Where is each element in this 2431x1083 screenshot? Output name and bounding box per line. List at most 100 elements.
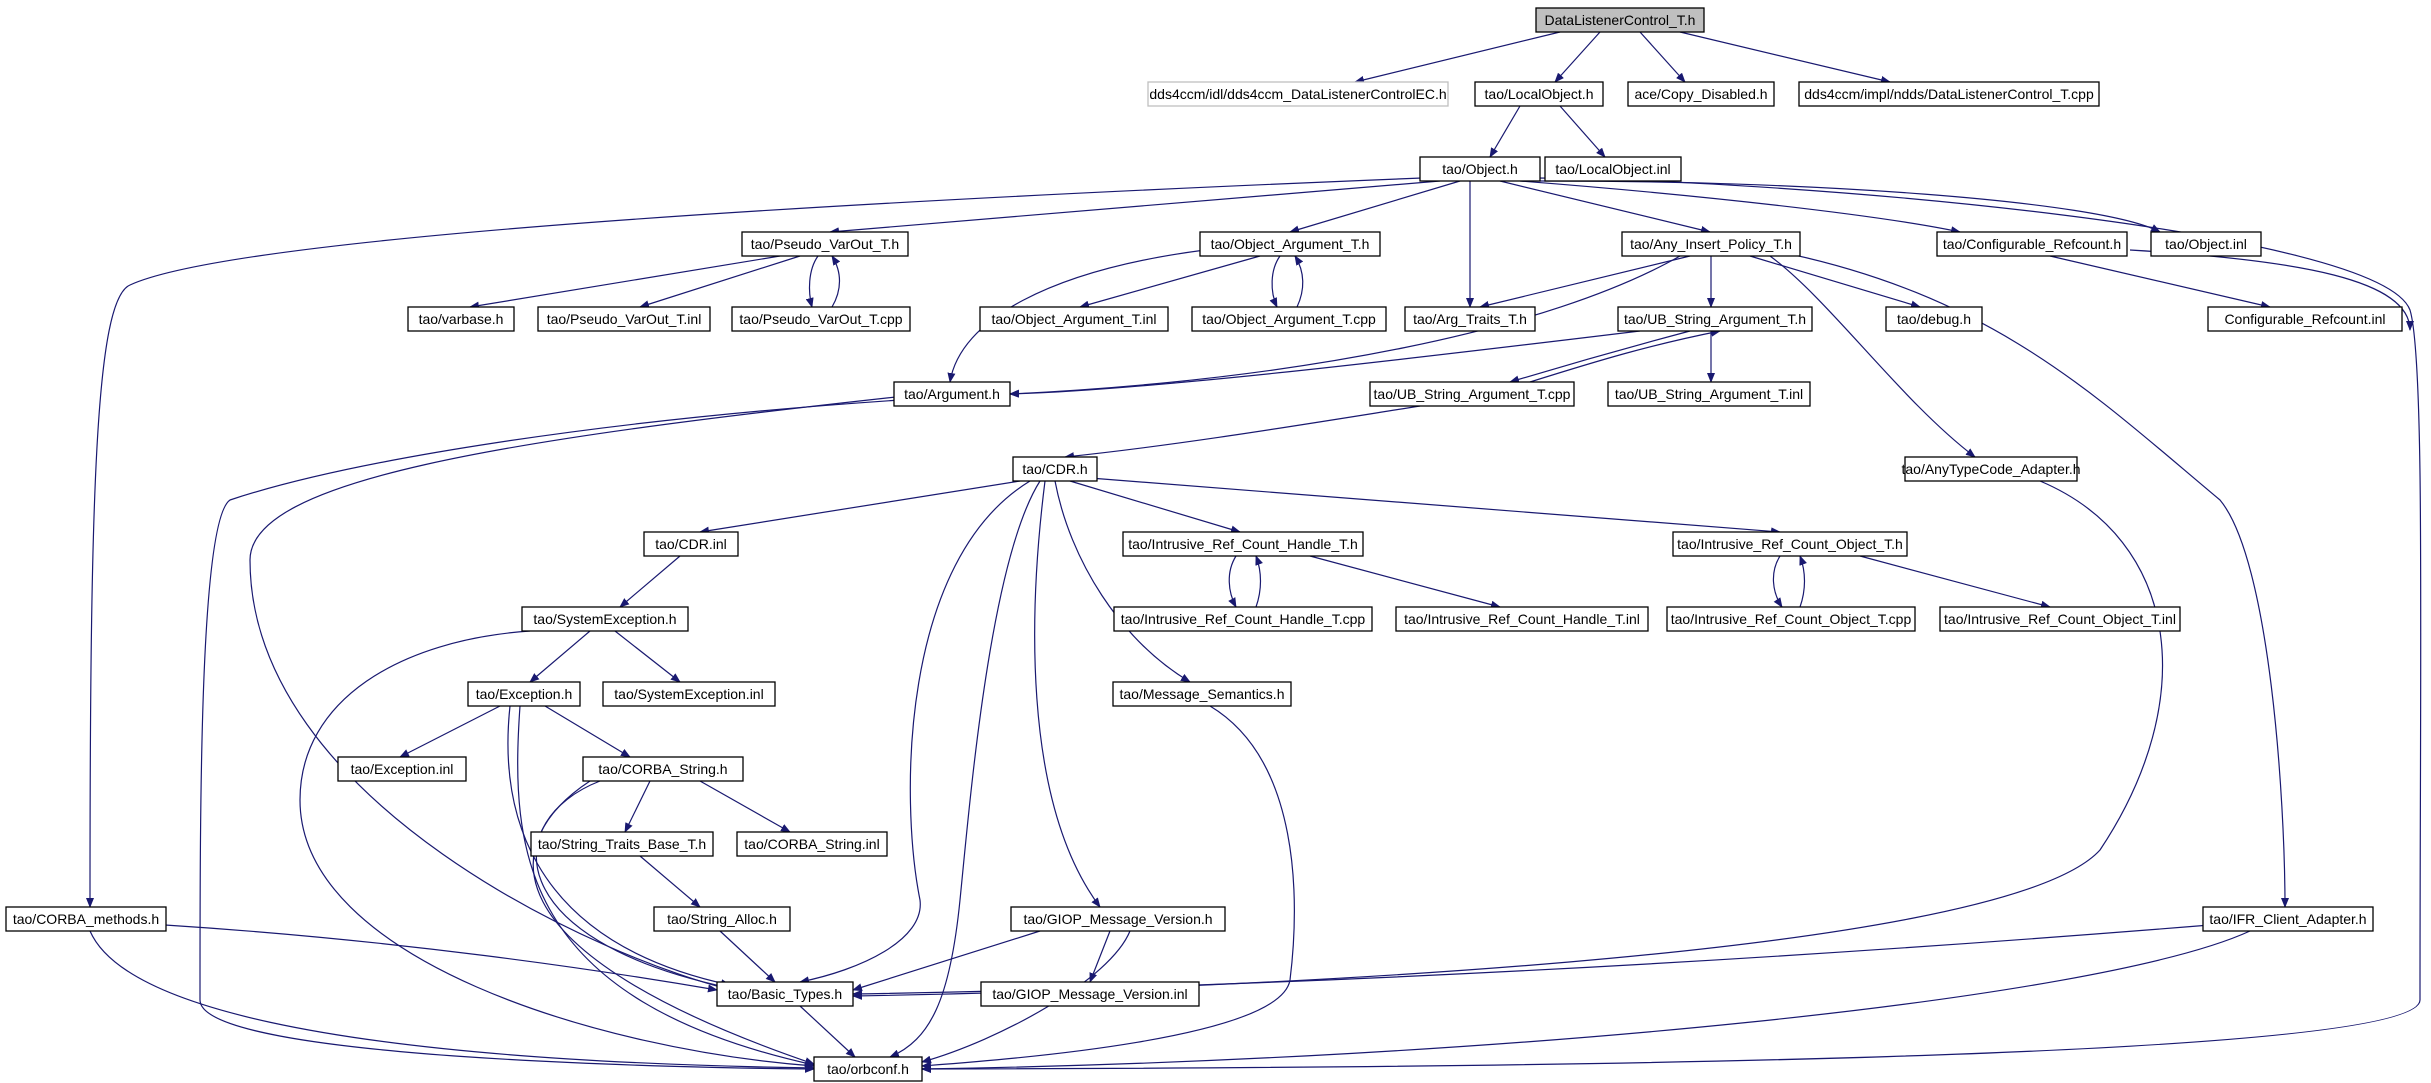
node-debug[interactable]: tao/debug.h — [1885, 306, 1983, 332]
node-objarginl[interactable]: tao/Object_Argument_T.inl — [979, 306, 1169, 332]
node-corbastr[interactable]: tao/CORBA_String.h — [582, 756, 744, 782]
node-box — [2207, 306, 2403, 332]
node-box — [521, 606, 689, 632]
node-box — [2150, 231, 2262, 257]
edge-ifr-to-orbconf — [921, 930, 2251, 1073]
node-box — [741, 231, 909, 257]
node-iec[interactable]: dds4ccm/idl/dds4ccm_DataListenerControlE… — [1147, 81, 1449, 107]
edge-corbameth-to-basic — [164, 924, 718, 993]
edge-ircocpp-to-irco — [1799, 555, 1807, 608]
node-stralloc[interactable]: tao/String_Alloc.h — [653, 906, 791, 932]
node-label: DataListenerControl_T.h — [1545, 12, 1696, 28]
node-label: tao/Object_Argument_T.h — [1211, 236, 1370, 252]
node-corbameth[interactable]: tao/CORBA_methods.h — [5, 906, 167, 932]
node-ubstrcpp[interactable]: tao/UB_String_Argument_T.cpp — [1369, 381, 1575, 407]
node-box — [1904, 456, 2078, 482]
node-anytc[interactable]: tao/AnyTypeCode_Adapter.h — [1901, 456, 2081, 482]
edge-object-to-confref — [1519, 180, 1961, 235]
node-label: ace/Copy_Disabled.h — [1634, 86, 1767, 102]
node-object[interactable]: tao/Object.h — [1419, 156, 1541, 182]
node-label: tao/Intrusive_Ref_Count_Object_T.h — [1677, 536, 1903, 552]
node-label: tao/Pseudo_VarOut_T.cpp — [739, 311, 902, 327]
node-pseudocpp[interactable]: tao/Pseudo_VarOut_T.cpp — [731, 306, 911, 332]
node-label: tao/Object_Argument_T.cpp — [1202, 311, 1376, 327]
edge-msgsem-to-orbconf — [921, 705, 1295, 1070]
node-irchinl[interactable]: tao/Intrusive_Ref_Count_Handle_T.inl — [1395, 606, 1649, 632]
node-objarg[interactable]: tao/Object_Argument_T.h — [1199, 231, 1381, 257]
edge-anyins-to-argtraits — [1479, 255, 1691, 309]
edge-localobj-to-localinl — [1559, 105, 1606, 158]
node-box — [813, 1056, 923, 1082]
node-corbastrinl[interactable]: tao/CORBA_String.inl — [736, 831, 888, 857]
node-objargcpp[interactable]: tao/Object_Argument_T.cpp — [1191, 306, 1387, 332]
node-excinl[interactable]: tao/Exception.inl — [337, 756, 467, 782]
node-msgsem[interactable]: tao/Message_Semantics.h — [1112, 681, 1292, 707]
node-label: tao/Intrusive_Ref_Count_Object_T.cpp — [1671, 611, 1912, 627]
node-box — [1617, 306, 1813, 332]
edge-exc-to-corbastr — [544, 705, 631, 758]
node-label: tao/Intrusive_Ref_Count_Handle_T.h — [1128, 536, 1358, 552]
node-cdr[interactable]: tao/CDR.h — [1012, 456, 1098, 482]
node-sysexcinl[interactable]: tao/SystemException.inl — [602, 681, 776, 707]
node-argument[interactable]: tao/Argument.h — [893, 381, 1011, 407]
node-ircoinl[interactable]: tao/Intrusive_Ref_Count_Object_T.inl — [1939, 606, 2181, 632]
node-box — [5, 906, 167, 932]
node-box — [467, 681, 581, 707]
node-ircocpp[interactable]: tao/Intrusive_Ref_Count_Object_T.cpp — [1666, 606, 1916, 632]
node-label: tao/Object.inl — [2165, 236, 2247, 252]
node-irchcpp[interactable]: tao/Intrusive_Ref_Count_Handle_T.cpp — [1113, 606, 1373, 632]
edge-corbastr-to-corbastrinl — [699, 780, 791, 833]
node-dlcpp[interactable]: dds4ccm/impl/ndds/DataListenerControl_T.… — [1798, 81, 2100, 107]
node-irch[interactable]: tao/Intrusive_Ref_Count_Handle_T.h — [1122, 531, 1364, 557]
edge-anyins-to-argument — [1009, 255, 1681, 398]
node-pseudoinl[interactable]: tao/Pseudo_VarOut_T.inl — [537, 306, 711, 332]
node-localinl[interactable]: tao/LocalObject.inl — [1544, 156, 1682, 182]
node-ifr[interactable]: tao/IFR_Client_Adapter.h — [2202, 906, 2374, 932]
node-objinl[interactable]: tao/Object.inl — [2150, 231, 2262, 257]
edge-object-to-objarg — [1289, 180, 1461, 234]
node-argtraits[interactable]: tao/Arg_Traits_T.h — [1404, 306, 1536, 332]
node-anyins[interactable]: tao/Any_Insert_Policy_T.h — [1621, 231, 1801, 257]
node-cdrinl[interactable]: tao/CDR.inl — [643, 531, 739, 557]
node-confref[interactable]: tao/Configurable_Refcount.h — [1936, 231, 2128, 257]
node-box — [1607, 381, 1811, 407]
node-box — [1544, 156, 1682, 182]
node-localobj[interactable]: tao/LocalObject.h — [1474, 81, 1604, 107]
node-basic[interactable]: tao/Basic_Types.h — [716, 981, 854, 1007]
edge-root-to-dlcpp — [1679, 31, 1891, 84]
node-exc[interactable]: tao/Exception.h — [467, 681, 581, 707]
node-strtraits[interactable]: tao/String_Traits_Base_T.h — [530, 831, 714, 857]
node-confrefinl[interactable]: Configurable_Refcount.inl — [2207, 306, 2403, 332]
node-label: tao/orbconf.h — [827, 1061, 909, 1077]
node-varbase[interactable]: tao/varbase.h — [407, 306, 515, 332]
edge-irchcpp-to-irch — [1255, 555, 1263, 608]
edge-object-to-objinl — [1534, 180, 2161, 233]
node-label: tao/varbase.h — [419, 311, 504, 327]
node-label: tao/Arg_Traits_T.h — [1413, 311, 1527, 327]
node-copydis[interactable]: ace/Copy_Disabled.h — [1627, 81, 1775, 107]
edge-localobj-to-object — [1489, 105, 1521, 158]
node-root[interactable]: DataListenerControl_T.h — [1535, 7, 1705, 33]
node-irco[interactable]: tao/Intrusive_Ref_Count_Object_T.h — [1672, 531, 1908, 557]
node-label: tao/GIOP_Message_Version.inl — [992, 986, 1187, 1002]
node-ubstrinl[interactable]: tao/UB_String_Argument_T.inl — [1607, 381, 1811, 407]
node-label: tao/CORBA_String.h — [598, 761, 727, 777]
node-pseudo[interactable]: tao/Pseudo_VarOut_T.h — [741, 231, 909, 257]
edge-exc-to-basic — [507, 705, 731, 988]
edge-ubstr-to-ubstrcpp — [1509, 330, 1691, 384]
node-box — [602, 681, 776, 707]
edge-irco-to-ircocpp — [1772, 555, 1783, 608]
node-giop[interactable]: tao/GIOP_Message_Version.h — [1010, 906, 1226, 932]
node-sysexc[interactable]: tao/SystemException.h — [521, 606, 689, 632]
node-giopinl[interactable]: tao/GIOP_Message_Version.inl — [980, 981, 1200, 1007]
edge-objarg-to-objargcpp — [1269, 255, 1281, 308]
node-orbconf[interactable]: tao/orbconf.h — [813, 1056, 923, 1082]
edge-giop-to-giopinl — [1089, 930, 1111, 983]
node-ubstr[interactable]: tao/UB_String_Argument_T.h — [1617, 306, 1813, 332]
edge-sysexc-to-orbconf — [299, 630, 815, 1070]
edge-anyins-to-anytc — [1769, 255, 1976, 458]
edge-cdr-to-orbconf — [889, 480, 1041, 1058]
node-label: tao/UB_String_Argument_T.cpp — [1374, 386, 1571, 402]
node-label: tao/Argument.h — [904, 386, 1000, 402]
node-label: tao/Basic_Types.h — [728, 986, 842, 1002]
